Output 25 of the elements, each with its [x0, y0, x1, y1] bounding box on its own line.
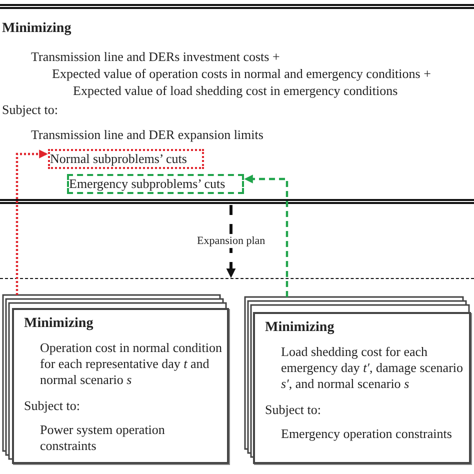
constraint-text: Transmission line and DER expansion limits	[31, 127, 264, 143]
constraint-text: Emergency operation constraints	[281, 426, 453, 442]
objective-text: Transmission line and DERs investment costs +	[31, 49, 280, 65]
heading: Minimizing	[2, 21, 72, 37]
subject-to-text: Subject to:	[265, 402, 321, 418]
cut-label: Emergency subproblems’ cuts	[69, 176, 226, 192]
cut-box	[48, 149, 204, 169]
heading: Minimizing	[24, 316, 94, 332]
master-problem-band	[0, 4, 474, 204]
objective-text: Operation cost in normal condition for each representative day t and normal scenario s	[40, 340, 223, 388]
objective-text: Load shedding cost for each emergency day t′, damage scenario s′, and normal scenario s	[281, 344, 464, 392]
constraint-text: Power system operation constraints	[40, 422, 166, 454]
cut-label: Normal subproblems’ cuts	[50, 151, 188, 167]
feedback-arrow	[16, 150, 48, 295]
objective-text: Expected value of load shedding cost in emergency conditions	[73, 83, 398, 99]
heading: Minimizing	[265, 320, 334, 336]
objective-text: Expected value of operation costs in normal and emergency conditions +	[52, 66, 431, 82]
feedback-arrow	[226, 205, 236, 278]
cut-box	[67, 174, 244, 194]
subject-to-text: Subject to:	[2, 102, 58, 118]
subproblem-card	[12, 308, 229, 464]
feedback-arrow	[244, 174, 288, 297]
subject-to-text: Subject to:	[24, 398, 80, 414]
subproblem-card	[253, 312, 471, 464]
edge-label: Expansion plan	[195, 234, 268, 248]
